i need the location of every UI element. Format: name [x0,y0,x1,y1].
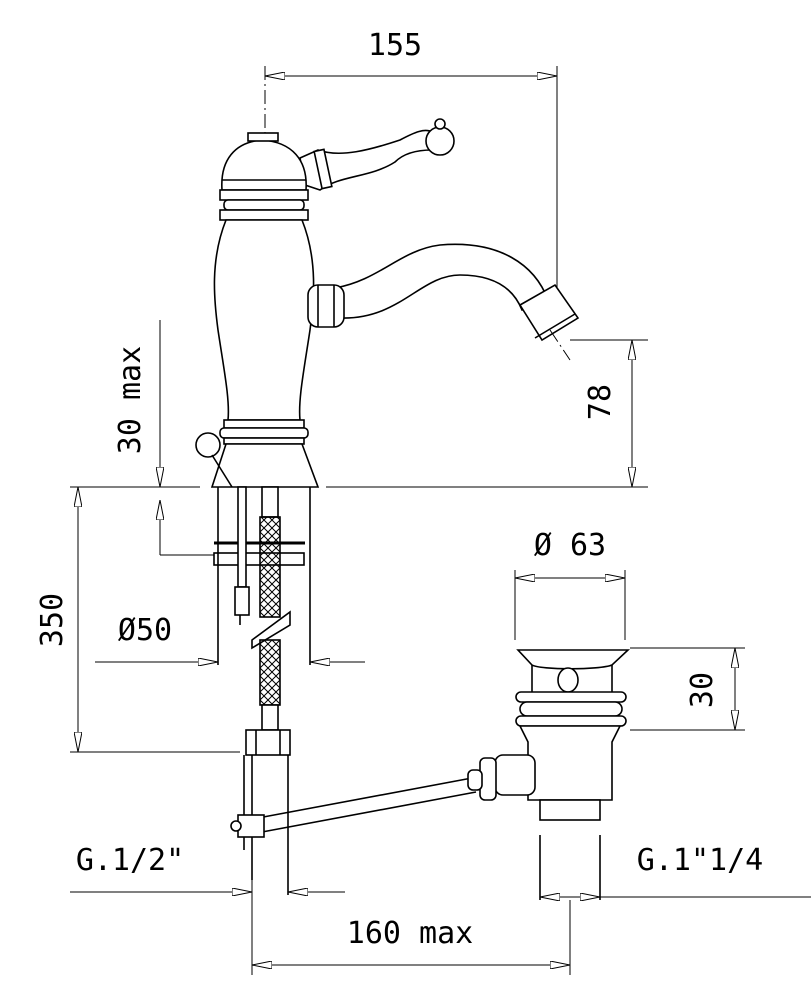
dimension-rod-distance: 160 max [251,880,571,975]
dimension-label: G.1/2" [76,843,184,878]
dimension-deck-thickness: 30 max [113,320,214,556]
dimension-waste-diameter: Ø 63 [514,528,626,640]
dimension-label: G.1"1/4 [637,843,763,878]
dimension-label: 350 [35,593,70,647]
faucet-body [195,118,580,488]
dimension-label: Ø 63 [534,528,606,563]
deck-and-fixings [70,486,311,895]
dimension-label: 160 max [347,916,473,951]
dimension-label: 155 [368,28,422,63]
dimension-label: 30 max [113,346,148,454]
pop-up-rod [230,777,477,838]
dimension-label: Ø50 [118,613,172,648]
dimension-waste-thread: G.1"1/4 [540,843,811,897]
dimension-label: 78 [583,384,618,420]
dimension-hose-length: 350 [35,487,240,753]
dimension-waste-height: 30 [630,647,745,731]
pop-up-waste [467,649,631,900]
dimension-label: 30 [685,672,720,708]
dimension-inlet-thread: G.1/2" [70,843,345,892]
dimension-spout-reach: 155 [264,28,558,330]
dimension-hole-diameter: Ø50 [95,613,365,662]
dimension-spout-height: 78 [326,339,648,488]
